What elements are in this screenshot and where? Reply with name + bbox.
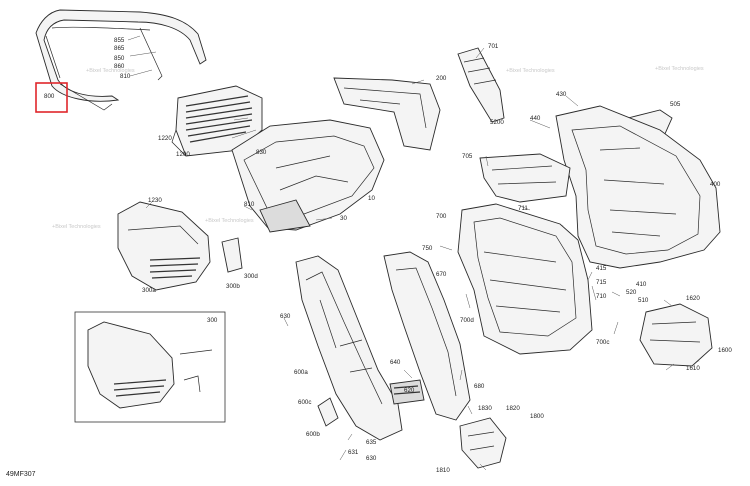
part-670-inner-trim[interactable] (383, 251, 471, 421)
label-631: 631 (348, 449, 359, 456)
part-640-insert[interactable] (389, 379, 425, 405)
watermark: +Bixel Technologies (506, 68, 555, 74)
label-5200: 5200 (490, 119, 504, 126)
label-680: 680 (474, 383, 485, 390)
label-400: 400 (710, 181, 721, 188)
label-200: 200 (436, 75, 447, 82)
label-600c: 600c (298, 399, 311, 406)
label-520: 520 (626, 289, 637, 296)
label-300b: 300b (226, 283, 240, 290)
label-640: 640 (390, 359, 401, 366)
label-715: 715 (596, 279, 607, 286)
label-1600: 1600 (718, 347, 732, 354)
diagram-code: 49MF307 (6, 471, 36, 478)
part-600a-side-trim[interactable] (295, 255, 403, 441)
label-711: 711 (518, 205, 528, 212)
label-410: 410 (636, 281, 647, 288)
watermark: +Bixel Technologies (205, 218, 254, 224)
part-labels: 800 855 865 850 860 810 1220 1200 830 20… (44, 37, 732, 474)
part-600b-clip[interactable] (317, 397, 339, 427)
label-701: 701 (488, 43, 499, 50)
label-440: 440 (530, 115, 541, 122)
watermark: +Bixel Technologies (86, 68, 135, 74)
label-850: 850 (114, 55, 125, 62)
label-630: 630 (280, 313, 291, 320)
label-1810: 1810 (436, 467, 450, 474)
part-10-storage-bin[interactable] (231, 119, 385, 233)
part-200-brace[interactable] (333, 77, 441, 151)
leader-lines (127, 35, 675, 471)
label-865: 865 (114, 45, 125, 52)
label-1800: 1800 (530, 413, 544, 420)
label-415: 415 (596, 265, 607, 272)
part-701-bracket[interactable] (457, 47, 505, 123)
label-30: 30 (340, 215, 347, 222)
inset-300-assembly[interactable] (74, 311, 226, 423)
watermark: +Bixel Technologies (52, 224, 101, 230)
label-620: 620 (404, 387, 415, 394)
part-1600-panel[interactable] (639, 303, 713, 367)
label-1620: 1620 (686, 295, 700, 302)
label-710: 710 (596, 293, 607, 300)
label-705: 705 (462, 153, 473, 160)
label-505: 505 (670, 101, 681, 108)
label-300: 300 (207, 317, 218, 324)
part-400-side-panel[interactable] (555, 105, 721, 269)
part-300a-lower-panel[interactable] (117, 201, 211, 291)
label-1200: 1200 (176, 151, 190, 158)
label-430: 430 (556, 91, 567, 98)
label-1610: 1610 (686, 365, 700, 372)
label-800: 800 (44, 93, 55, 100)
label-700c: 700c (596, 339, 609, 346)
highlight-box-800 (35, 82, 68, 113)
label-10: 10 (368, 195, 375, 202)
label-600b: 600b (306, 431, 320, 438)
part-1800-bracket[interactable] (459, 417, 507, 469)
label-630b: 630 (366, 455, 377, 462)
label-1820: 1820 (506, 405, 520, 412)
label-830: 830 (256, 149, 267, 156)
label-810: 810 (120, 73, 131, 80)
label-700: 700 (436, 213, 447, 220)
label-810b: 810 (244, 201, 255, 208)
label-750: 750 (422, 245, 433, 252)
part-300d-bracket[interactable] (221, 237, 243, 273)
label-600a: 600a (294, 369, 308, 376)
label-700d: 700d (460, 317, 474, 324)
label-510: 510 (638, 297, 649, 304)
part-800-rail[interactable] (35, 9, 207, 111)
watermark: +Bixel Technologies (655, 66, 704, 72)
label-1230: 1230 (148, 197, 162, 204)
label-670: 670 (436, 271, 447, 278)
label-860: 860 (114, 63, 125, 70)
label-855: 855 (114, 37, 125, 44)
label-1830: 1830 (478, 405, 492, 412)
part-705-bracket[interactable] (479, 153, 571, 203)
label-1220: 1220 (158, 135, 172, 142)
part-700-console-body[interactable] (457, 203, 593, 355)
label-300d: 300d (244, 273, 258, 280)
label-635: 635 (366, 439, 377, 446)
label-300a: 300a (142, 287, 156, 294)
